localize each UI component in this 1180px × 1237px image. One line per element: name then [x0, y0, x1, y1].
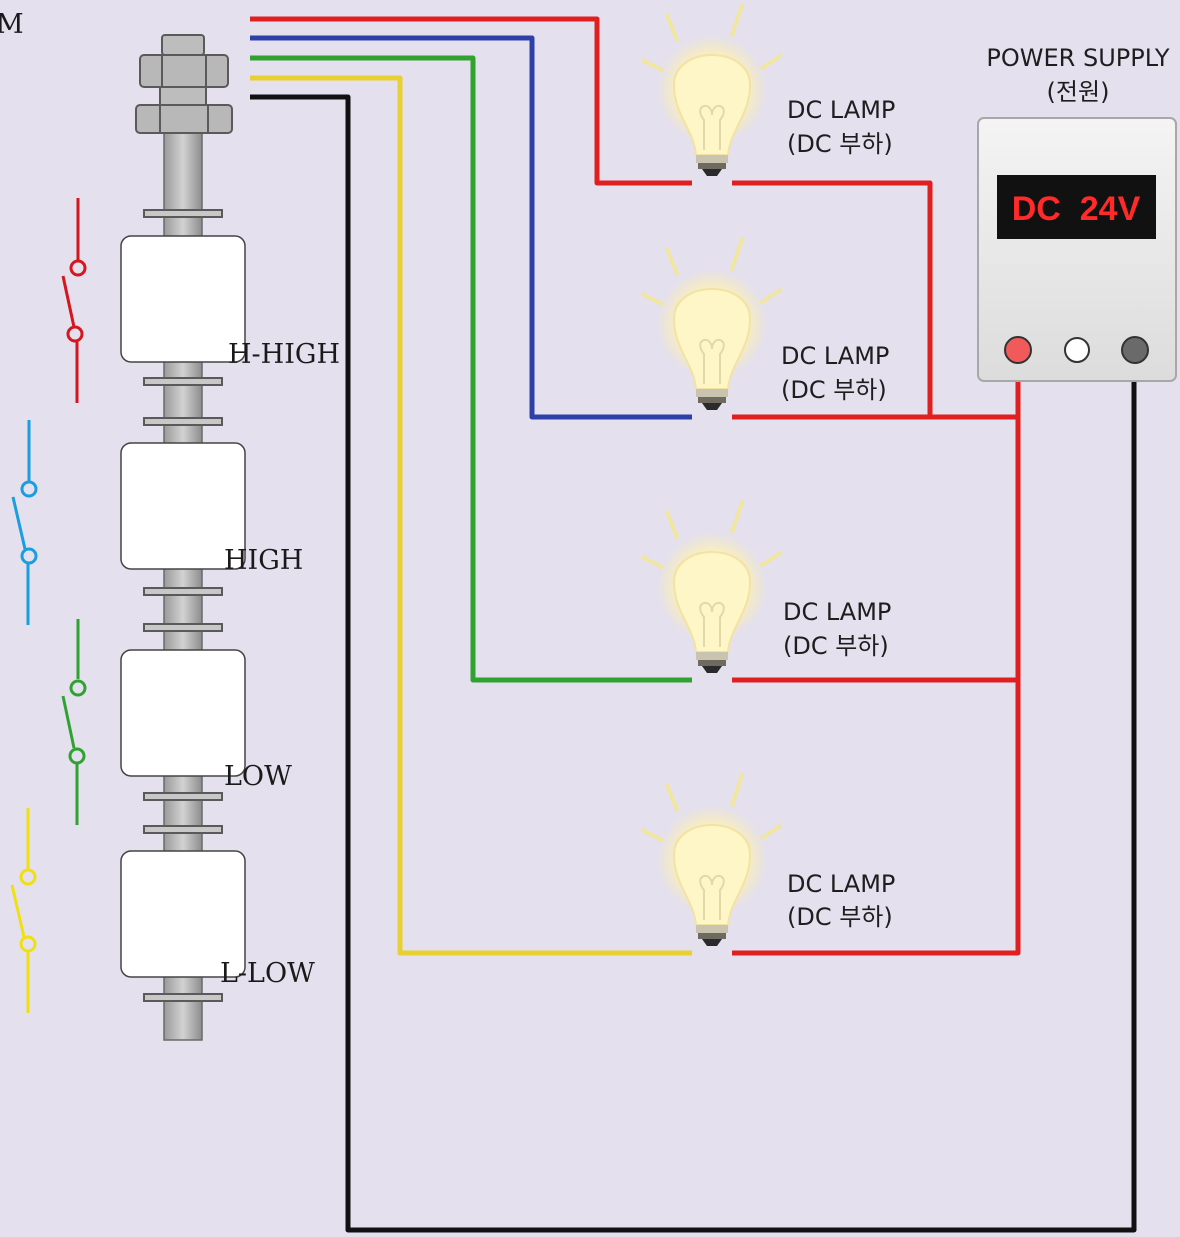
lamp-3-sublabel: (DC 부하)	[783, 632, 889, 660]
float-label-h-high: H-HIGH	[228, 339, 340, 370]
lamp-1: DC LAMP (DC 부하)	[642, 3, 895, 178]
lamp-4-sublabel: (DC 부하)	[787, 903, 893, 931]
float-high	[120, 442, 246, 570]
lamp-4: DC LAMP (DC 부하)	[642, 773, 895, 948]
lamp-1-sublabel: (DC 부하)	[787, 130, 893, 158]
power-supply-subtitle: (전원)	[1047, 78, 1110, 106]
sensor-top-fitting	[135, 34, 233, 134]
switch-symbols	[10, 198, 87, 1013]
power-supply-title: POWER SUPPLY	[986, 44, 1169, 72]
switch-symbol-red	[61, 198, 87, 403]
terminal-positive	[1004, 336, 1032, 364]
float-l-low	[120, 850, 246, 978]
float-low	[120, 649, 246, 777]
float-level-sensor: H-HIGH HIGH LOW L-LOW M	[0, 9, 340, 1041]
switch-symbol-blue	[11, 420, 38, 625]
power-supply-display	[997, 175, 1156, 239]
float-h-high	[120, 235, 246, 363]
lamp-3-label: DC LAMP	[783, 598, 891, 626]
wire-green-lamp3	[250, 55, 692, 683]
lamp-2: DC LAMP (DC 부하)	[642, 237, 889, 412]
lamp-4-label: DC LAMP	[787, 870, 895, 898]
lamp-3: DC LAMP (DC 부하)	[642, 500, 891, 675]
corner-label: M	[0, 9, 24, 40]
float-label-low: LOW	[224, 761, 292, 792]
power-supply-display-text: DC 24V	[1012, 190, 1141, 228]
wires	[250, 16, 1137, 1233]
terminal-negative	[1121, 336, 1149, 364]
lamp-2-sublabel: (DC 부하)	[781, 376, 887, 404]
wire-red-lamp4-out	[732, 355, 1021, 956]
switch-symbol-green	[61, 619, 87, 825]
terminal-neutral	[1064, 337, 1090, 363]
float-label-high: HIGH	[224, 545, 303, 576]
wire-blue-lamp2	[250, 35, 692, 420]
float-label-l-low: L-LOW	[220, 958, 315, 989]
wire-yellow-lamp4	[250, 75, 692, 956]
wire-red-lamp1	[250, 16, 692, 186]
sensor-stoppers	[143, 209, 223, 1002]
wire-black-common	[250, 94, 1137, 1233]
lamp-1-label: DC LAMP	[787, 96, 895, 124]
lamp-2-label: DC LAMP	[781, 342, 889, 370]
switch-symbol-yellow	[10, 808, 37, 1013]
wire-red-lamp1-out	[732, 180, 933, 417]
power-supply: POWER SUPPLY (전원) DC 24V	[977, 44, 1177, 382]
